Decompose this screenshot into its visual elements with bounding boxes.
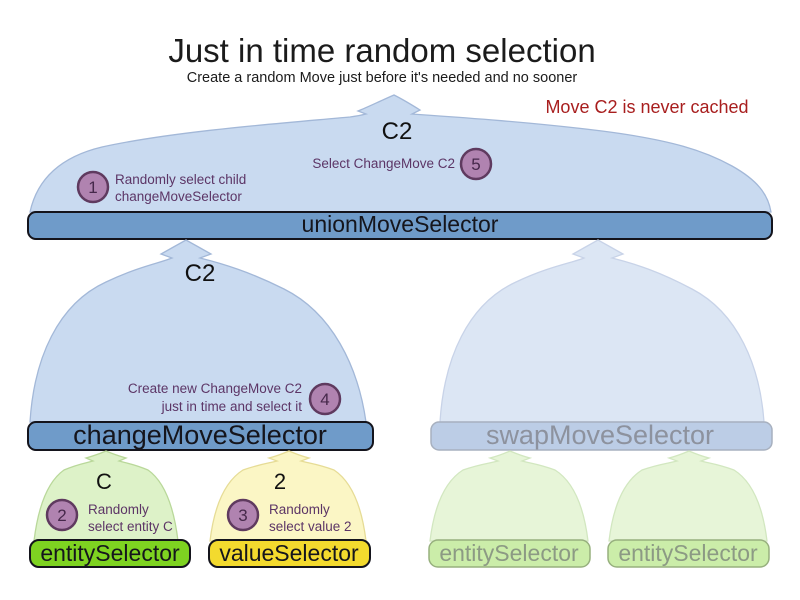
value-selector-label: valueSelector — [219, 540, 359, 566]
faded-entity-selector-bar-left — [428, 539, 591, 568]
change-move-label: C2 — [185, 260, 216, 287]
entity-move-label: C — [96, 469, 112, 494]
change-selector-label: changeMoveSelector — [73, 420, 327, 450]
faded-entity-dome-left — [429, 450, 589, 542]
step-2-number: 2 — [57, 506, 66, 525]
faded-entity-selector-label-right: entitySelector — [618, 540, 758, 566]
step-1-text-line1: Randomly select child — [115, 172, 246, 187]
entity-selector-bar — [29, 539, 191, 568]
step-5-number: 5 — [471, 155, 480, 174]
union-dome-shape — [29, 94, 772, 213]
step-4-text-line1: Create new ChangeMove C2 — [128, 381, 302, 396]
step-1-text-line2: changeMoveSelector — [115, 189, 242, 204]
value-selector-bar — [208, 539, 371, 568]
step-1-badge — [76, 170, 110, 204]
change-dome-shape — [29, 239, 367, 423]
step-3-number: 3 — [238, 506, 247, 525]
faded-entity-selector-bar-right — [607, 539, 770, 568]
step-4-text-line2: just in time and select it — [161, 399, 303, 414]
step-3-badge — [226, 498, 260, 532]
union-selector-bar — [27, 211, 773, 240]
step-4-badge — [308, 382, 342, 416]
swap-selector-bar — [430, 421, 773, 451]
page-title: Just in time random selection — [168, 32, 595, 69]
faded-entity-dome-right — [608, 450, 768, 542]
step-4-number: 4 — [320, 390, 329, 409]
step-2-text-line1: Randomly — [88, 502, 149, 517]
step-1-number: 1 — [88, 178, 97, 197]
step-3-text-line2: select value 2 — [269, 519, 352, 534]
entity-selector-label: entitySelector — [40, 540, 180, 566]
step-2-text-line2: select entity C — [88, 519, 173, 534]
change-selector-bar — [27, 421, 374, 451]
page-subtitle: Create a random Move just before it's ne… — [187, 70, 578, 86]
swap-selector-label: swapMoveSelector — [486, 420, 714, 450]
union-selector-label: unionMoveSelector — [302, 211, 499, 237]
step-3-text-line1: Randomly — [269, 502, 330, 517]
step-2-badge — [45, 498, 79, 532]
cache-annotation: Move C2 is never cached — [545, 97, 748, 117]
value-move-label: 2 — [274, 469, 286, 494]
union-move-label: C2 — [382, 118, 413, 145]
swap-dome-shape — [439, 239, 765, 423]
step-5-badge — [459, 147, 493, 181]
step-5-text: Select ChangeMove C2 — [312, 156, 455, 171]
faded-entity-selector-label-left: entitySelector — [439, 540, 579, 566]
